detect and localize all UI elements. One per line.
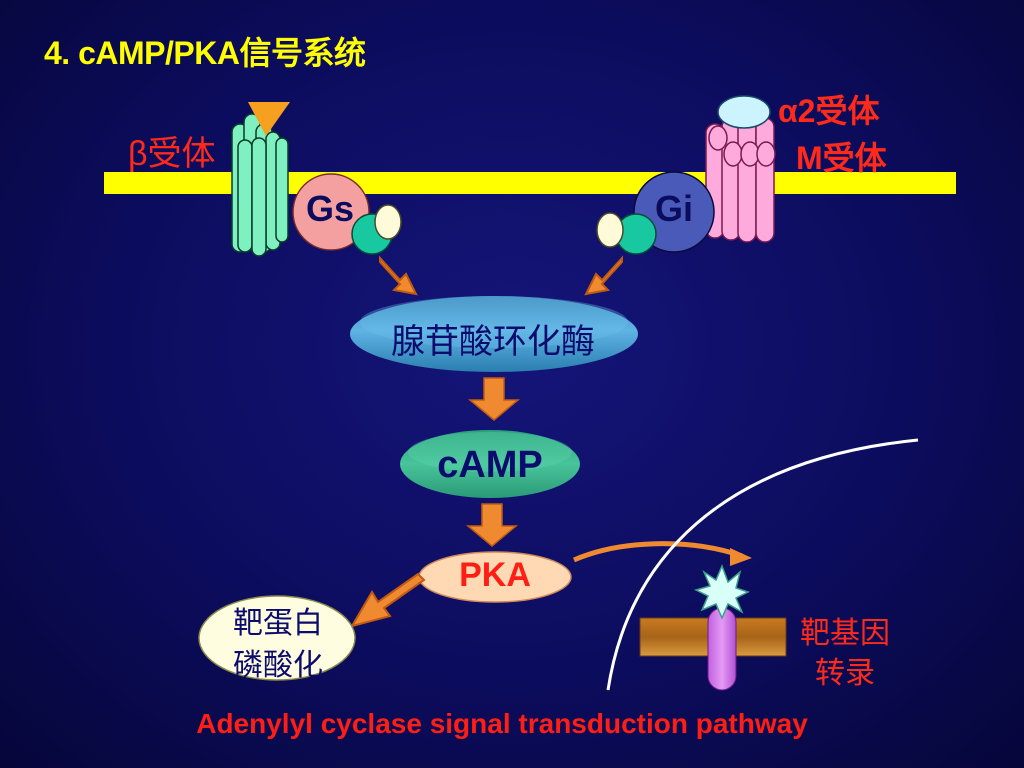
gs-label: Gs: [305, 188, 355, 229]
target-protein-label-line1: 靶蛋白: [233, 607, 323, 640]
adenylyl-cyclase-label: 腺苷酸环化酶: [391, 323, 595, 361]
target-protein-label-line2: 磷酸化: [233, 649, 323, 682]
nuclear-envelope: [606, 438, 919, 691]
arrow-pka-to-protein: [349, 572, 426, 628]
arrow-gi-to-ac: [584, 255, 623, 296]
arrow-pka-to-gene: [573, 541, 743, 563]
m-receptor-label: M受体: [796, 140, 887, 176]
page-title: 4. cAMP/PKA信号系统: [44, 35, 366, 71]
gs-protein: [292, 173, 402, 255]
arrow-gs-to-ac: [379, 255, 418, 296]
gi-protein: [596, 171, 715, 255]
activation-star: [693, 563, 750, 620]
ligand-triangle: [248, 102, 290, 136]
alpha2-m-receptor: [705, 95, 776, 243]
camp-shape: [400, 430, 580, 498]
gi-label: Gi: [654, 188, 693, 229]
footer-caption: Adenylyl cyclase signal transduction pat…: [196, 708, 808, 739]
arrow-camp-to-pka: [465, 503, 519, 547]
beta-receptor-label: β受体: [128, 135, 216, 173]
target-gene-label-line1: 靶基因: [800, 617, 890, 650]
target-gene-label-line2: 转录: [815, 657, 875, 690]
beta-receptor: [231, 113, 289, 257]
adenylyl-cyclase-shape: [350, 296, 638, 372]
target-protein-shape: [198, 595, 356, 681]
arrow-ac-to-camp: [467, 377, 521, 421]
pka-label: PKA: [459, 556, 531, 594]
alpha2-receptor-label: α2受体: [778, 93, 880, 129]
transcription-factor: [707, 607, 737, 691]
camp-label: cAMP: [437, 444, 543, 486]
